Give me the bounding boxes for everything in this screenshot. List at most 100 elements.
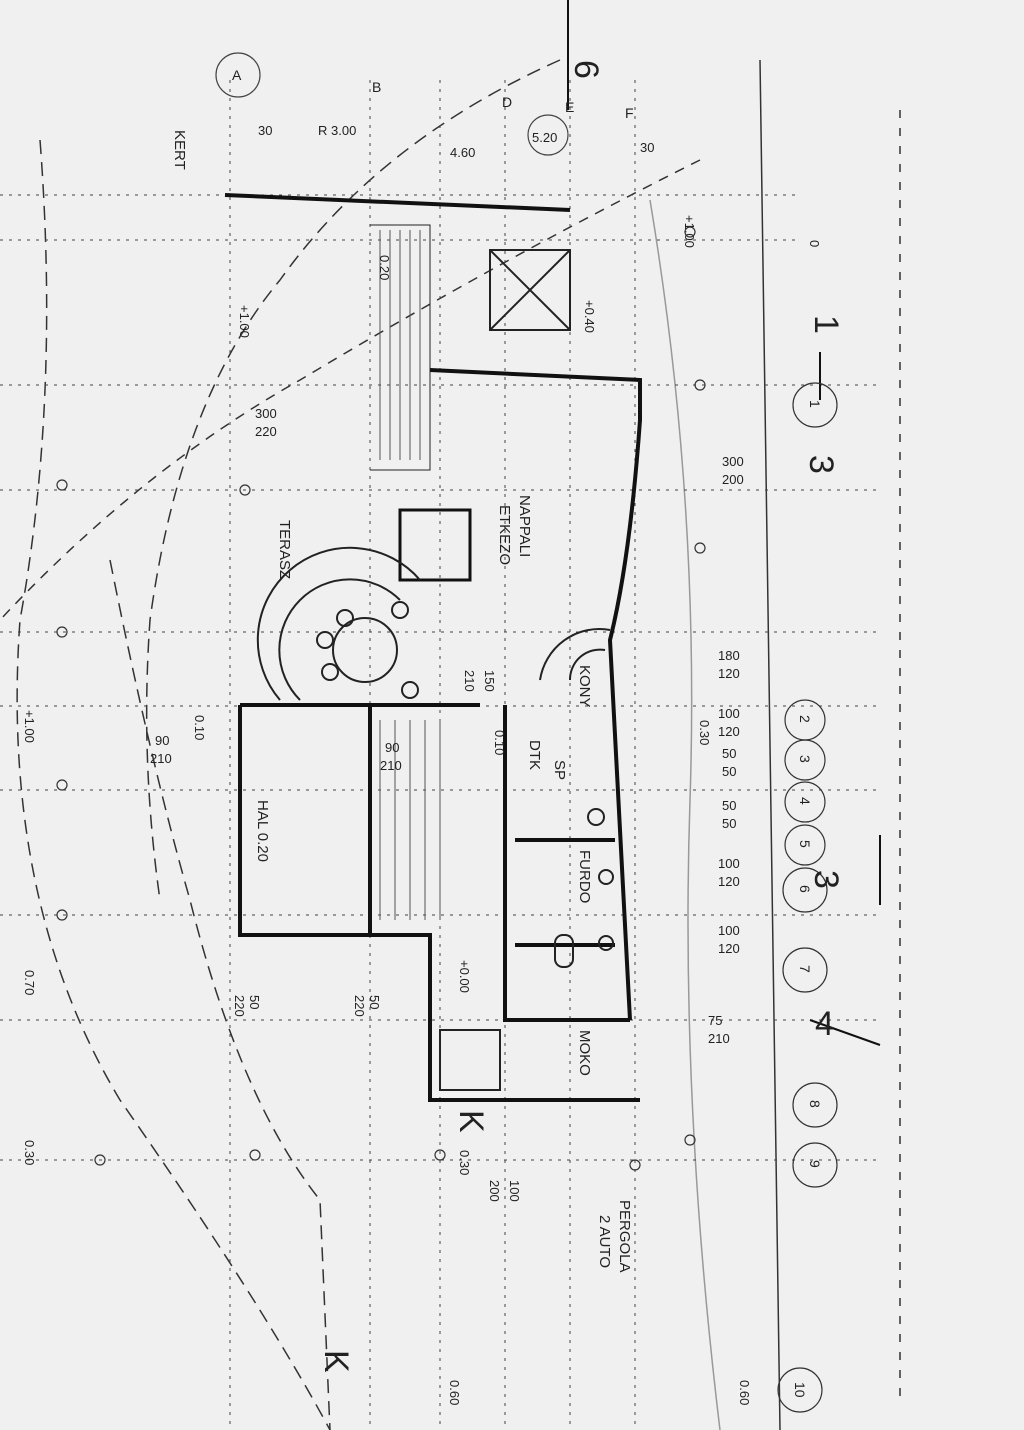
room-pantry: SP: [551, 760, 568, 780]
level-mark: 0.10: [192, 715, 207, 740]
room-labels: KERT TERASZ NAPPALI ETKEZO KONY HAL 0.20…: [171, 130, 633, 1273]
opening-height: 220: [255, 424, 277, 439]
level-mark: 0.20: [377, 255, 392, 280]
opening-width: 300: [255, 406, 277, 421]
top-dimensions: 30 R 3.00 4.60 5.20 30: [258, 123, 654, 160]
top-dim-2: R 3.00: [318, 123, 356, 138]
opening-width: 90: [385, 740, 399, 755]
axis-label-a: A: [232, 67, 242, 83]
top-dim-3: 4.60: [450, 145, 475, 160]
level-mark: +1.00: [22, 710, 37, 743]
row-axis-6: 6: [797, 885, 813, 893]
opening-height: 200: [487, 1180, 502, 1202]
opening-height: 120: [718, 941, 740, 956]
opening-height: 120: [718, 666, 740, 681]
level-mark: 0.60: [447, 1380, 462, 1405]
level-mark: +0.00: [457, 960, 472, 993]
row-axis-9: 9: [807, 1160, 823, 1168]
opening-width: 300: [722, 454, 744, 469]
room-wc: DTK: [526, 740, 543, 770]
section-mark-k: K: [452, 1110, 490, 1133]
opening-height: 220: [352, 995, 367, 1017]
openings-right: 300 200 180 120 100 120 50 50 50 50 100 120 10…: [708, 454, 744, 1046]
level-mark: +1.00: [237, 305, 252, 338]
opening-width: 50: [367, 995, 382, 1009]
fixtures: [256, 224, 614, 1091]
level-mark: 0.10: [492, 730, 507, 755]
room-hall: HAL 0.20: [254, 800, 271, 862]
section-mark-4: 4: [815, 1005, 834, 1043]
section-marks: 6 1 3 3 4 K K: [317, 60, 845, 1373]
stair-hatching: [379, 230, 441, 920]
level-mark: +0.40: [582, 300, 597, 333]
opening-width: 50: [722, 798, 736, 813]
opening-width: 100: [718, 706, 740, 721]
opening-height: 120: [718, 874, 740, 889]
top-dim-5: 30: [640, 140, 654, 155]
room-living: NAPPALI: [516, 495, 533, 557]
opening-width: 100: [507, 1180, 522, 1202]
room-terrace: TERASZ: [276, 520, 293, 579]
section-mark-3: 3: [807, 870, 845, 889]
opening-height: 220: [232, 995, 247, 1017]
level-mark: 0.30: [22, 1140, 37, 1165]
row-axis-7: 7: [797, 965, 813, 973]
row-axis-markers: [777, 382, 838, 1413]
level-mark: 0.60: [737, 1380, 752, 1405]
opening-height: 210: [150, 751, 172, 766]
top-dim-1: 30: [258, 123, 272, 138]
axis-label-b: B: [372, 79, 381, 95]
row-axis-3: 3: [797, 755, 813, 763]
room-boiler: MOKO: [576, 1030, 593, 1076]
level-mark: +1.00: [682, 215, 697, 248]
row-axis-8: 8: [807, 1100, 823, 1108]
room-dining: ETKEZO: [496, 505, 513, 565]
row-axis-5: 5: [797, 840, 813, 848]
axis-label-e: E: [565, 99, 574, 115]
opening-height: 210: [380, 758, 402, 773]
section-mark-k-bottom: K: [317, 1350, 355, 1373]
grid-points: [56, 226, 706, 1171]
level-marks: +1.00 +1.00 +0.40 +1.00 0.10 0.70 0.30 0…: [22, 215, 822, 1405]
opening-height: 150: [482, 670, 497, 692]
row-axis-2: 2: [797, 715, 813, 723]
opening-height: 50: [722, 816, 736, 831]
opening-height: 200: [722, 472, 744, 487]
section-mark-1: 1: [807, 315, 845, 334]
level-mark: 0.30: [697, 720, 712, 745]
axis-label-f: F: [625, 105, 634, 121]
site-boundary: [0, 59, 901, 1430]
level-mark: 0: [807, 240, 822, 247]
opening-width: 210: [462, 670, 477, 692]
opening-width: 100: [718, 856, 740, 871]
row-axis-1: 1: [807, 400, 823, 408]
row-axis-labels: 1 2 3 4 5 6 7 8 9 10: [792, 400, 823, 1398]
opening-width: 75: [708, 1013, 722, 1028]
column-axis-markers: [215, 52, 569, 156]
opening-height: 210: [708, 1031, 730, 1046]
section-mark-6: 6: [567, 60, 605, 79]
opening-height: 120: [718, 724, 740, 739]
room-cars: 2 AUTO: [596, 1215, 613, 1268]
walls: [224, 193, 642, 1102]
row-axis-4: 4: [797, 797, 813, 805]
opening-width: 100: [718, 923, 740, 938]
opening-width: 50: [722, 746, 736, 761]
level-mark: 0.70: [22, 970, 37, 995]
opening-width: 50: [247, 995, 262, 1009]
top-dim-4: 5.20: [532, 130, 557, 145]
grid-lines: [0, 80, 880, 1430]
room-bath: FURDO: [576, 850, 593, 903]
opening-width: 90: [155, 733, 169, 748]
room-kitchen: KONY: [576, 665, 593, 708]
opening-height: 50: [722, 764, 736, 779]
room-pergola: PERGOLA: [616, 1200, 633, 1273]
axis-label-d: D: [502, 94, 512, 110]
opening-width: 180: [718, 648, 740, 663]
room-garden: KERT: [171, 130, 188, 170]
section-mark-3-top: 3: [802, 455, 840, 474]
row-axis-10: 10: [792, 1382, 808, 1398]
